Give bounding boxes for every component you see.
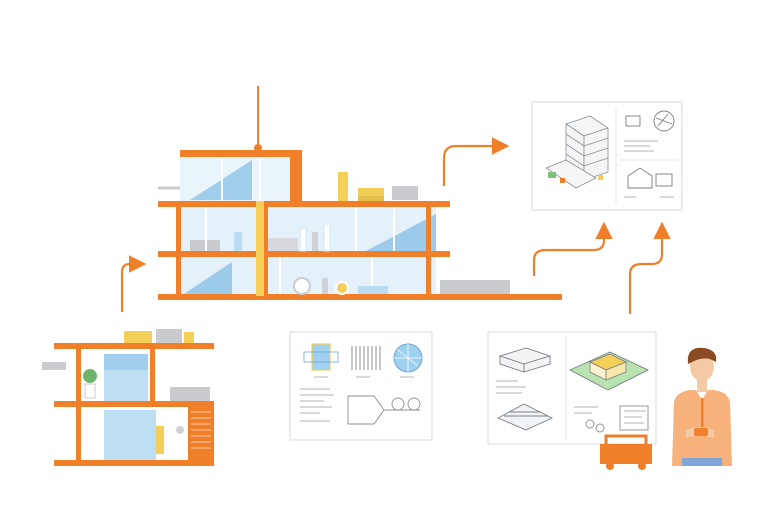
architect-person-icon — [672, 347, 732, 466]
potted-plant-icon — [83, 369, 97, 399]
isometric-building-icon — [568, 351, 650, 391]
isometric-building-icon — [545, 115, 609, 189]
flow-arrow-icon — [628, 221, 671, 314]
blueprint-sheet-icon — [289, 331, 433, 441]
antenna-icon — [254, 86, 262, 152]
small-building — [42, 329, 214, 466]
flow-arrow-icon — [120, 255, 147, 312]
site-plan-sheet — [487, 331, 657, 445]
isometric-plan-sheet — [531, 101, 683, 211]
flow-arrow-icon — [442, 137, 510, 186]
vent-grille — [188, 404, 214, 460]
main-building — [158, 86, 562, 300]
flow-arrow-icon — [532, 221, 613, 276]
flow-arrows — [120, 137, 671, 314]
construction-cart-icon — [600, 434, 652, 470]
